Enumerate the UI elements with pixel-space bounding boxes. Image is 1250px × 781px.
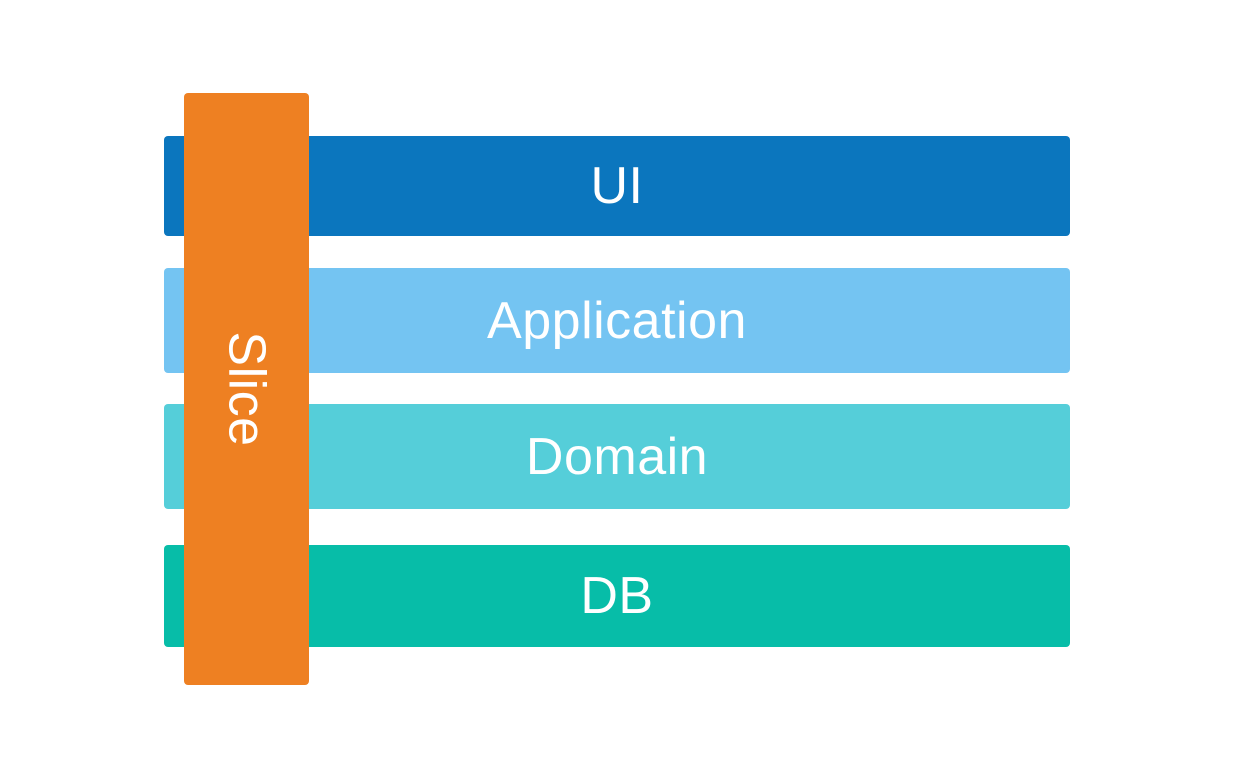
layer-bar-ui[interactable]: UI [164, 136, 1070, 236]
layer-label-db: DB [580, 567, 654, 625]
layer-label-domain: Domain [525, 427, 709, 486]
slice-label: Slice [217, 331, 276, 447]
vertical-slice-band[interactable]: Slice [184, 93, 309, 685]
slice-label-rotation-wrapper: Slice [217, 331, 276, 447]
layer-label-application: Application [487, 291, 747, 350]
layer-label-ui: UI [590, 157, 644, 215]
layer-bar-db[interactable]: DB [164, 545, 1070, 647]
layer-bar-domain[interactable]: Domain [164, 404, 1070, 509]
layer-bar-application[interactable]: Application [164, 268, 1070, 373]
